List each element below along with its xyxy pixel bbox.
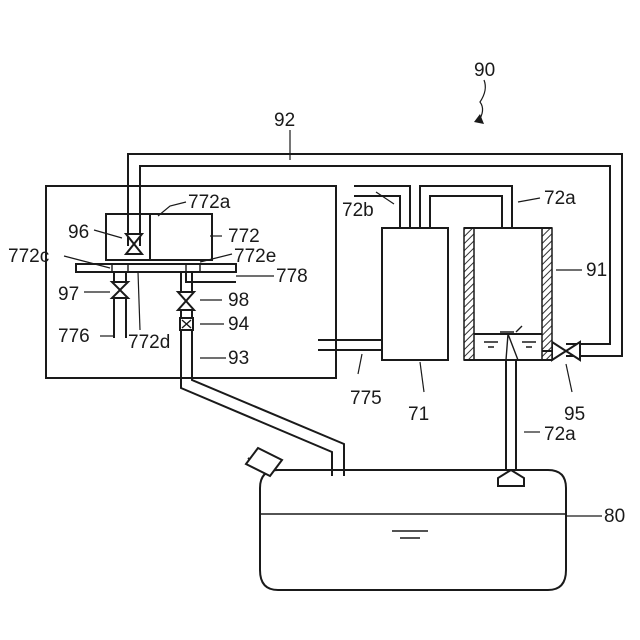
label-96: 96 (68, 222, 89, 243)
label-776: 776 (58, 326, 90, 347)
label-80: 80 (604, 506, 625, 527)
label-90: 90 (474, 60, 495, 81)
pipe-72a-top (420, 186, 512, 228)
label-72a-bottom: 72a (544, 424, 576, 445)
filter-94 (180, 318, 193, 330)
label-91: 91 (586, 260, 607, 281)
pipe-775 (318, 340, 382, 350)
fuel-tank-80 (246, 448, 566, 590)
label-772: 772 (228, 226, 260, 247)
label-98: 98 (228, 290, 249, 311)
pipe-72a-bottom (498, 360, 524, 486)
label-72b: 72b (342, 200, 374, 221)
label-72a-top: 72a (544, 188, 576, 209)
block-772 (76, 214, 236, 272)
label-772c: 772c (8, 246, 49, 267)
label-71: 71 (408, 404, 429, 425)
canister-91 (464, 228, 552, 360)
valve-97 (112, 272, 128, 338)
label-92: 92 (274, 110, 295, 131)
label-772e: 772e (234, 246, 276, 267)
label-97: 97 (58, 284, 79, 305)
label-778: 778 (276, 266, 308, 287)
label-772d: 772d (128, 332, 170, 353)
pipe-778 (186, 272, 236, 282)
label-772a: 772a (188, 192, 231, 213)
label-94: 94 (228, 314, 250, 335)
label-775: 775 (350, 388, 382, 409)
label-95: 95 (564, 404, 585, 425)
tank-71 (382, 228, 448, 360)
label-93: 93 (228, 348, 249, 369)
